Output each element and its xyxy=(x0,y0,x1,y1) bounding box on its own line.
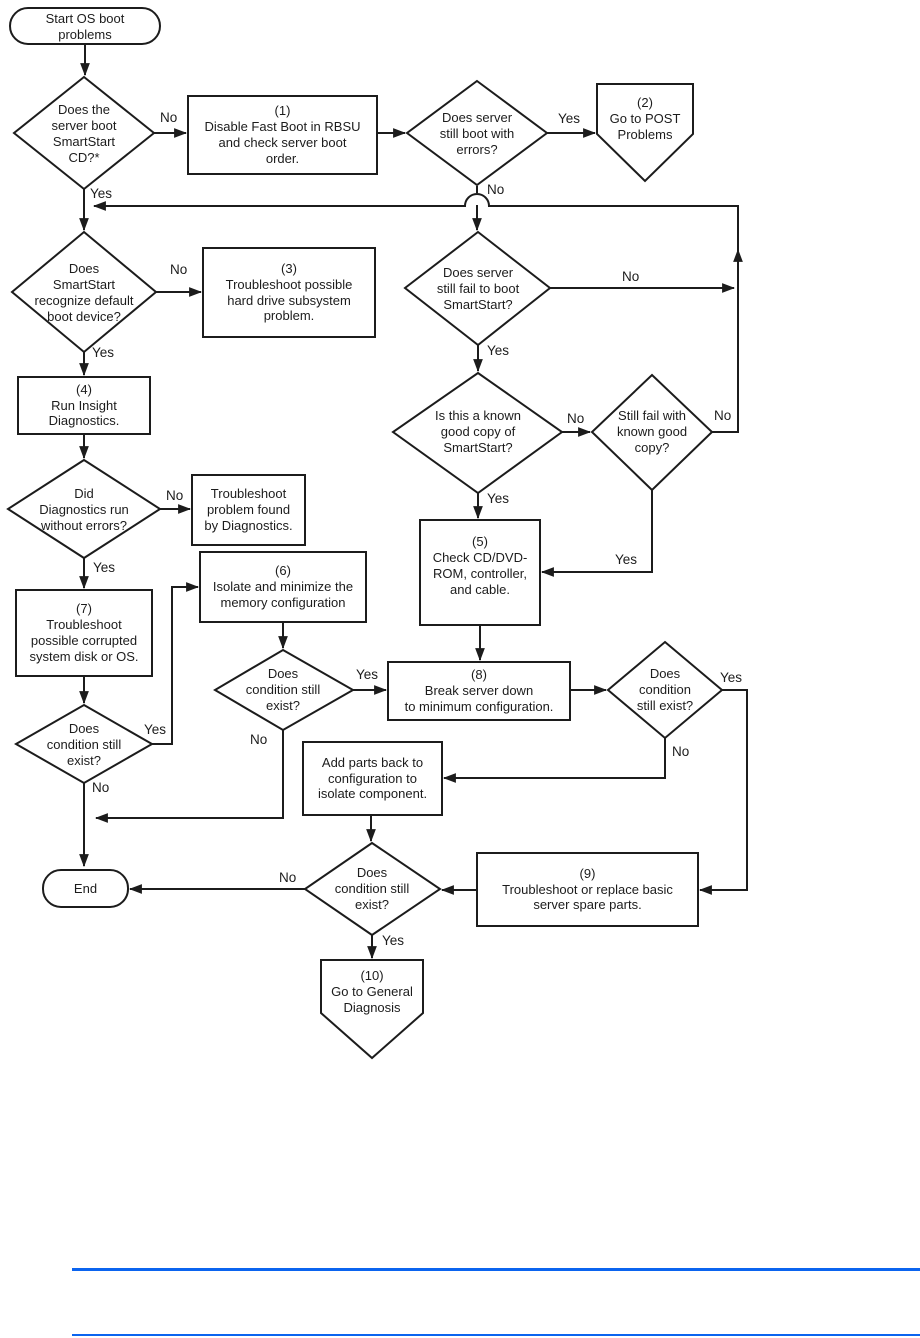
node-b7-shape xyxy=(15,589,153,677)
node-start-shape xyxy=(9,7,161,45)
node-d3-shape xyxy=(10,230,158,354)
node-d11-shape xyxy=(303,841,442,937)
node-d10-shape xyxy=(606,640,724,740)
node-b3-shape xyxy=(202,247,376,338)
node-d5-shape xyxy=(403,230,552,347)
edge-d10-yes-to-b9 xyxy=(698,689,748,895)
edge-d10-no-to-badd xyxy=(442,738,666,783)
node-b5t-shape xyxy=(191,474,306,546)
node-end-shape xyxy=(42,869,129,908)
edge-d9-no-merge xyxy=(94,730,284,823)
node-p2-shape xyxy=(596,83,694,183)
footer-rule-top xyxy=(72,1268,920,1271)
node-b4-shape xyxy=(17,376,151,435)
node-d8-shape xyxy=(13,703,155,785)
node-badd-shape xyxy=(302,741,443,816)
edge-d8-yes-to-b6 xyxy=(152,582,200,745)
edge-return-loop xyxy=(92,193,739,433)
node-d6-shape xyxy=(391,371,564,495)
node-p10-shape xyxy=(320,959,424,1060)
node-d9-shape xyxy=(213,648,356,732)
node-b1-shape xyxy=(187,95,378,175)
node-b5-shape xyxy=(419,519,541,626)
footer-rule-bottom xyxy=(72,1334,920,1336)
node-d4-shape xyxy=(6,458,162,560)
edge-d7-yes-to-b5 xyxy=(540,490,653,577)
node-d7-shape xyxy=(590,373,714,492)
node-d1-shape xyxy=(12,75,156,191)
node-d2-shape xyxy=(405,79,549,187)
node-b6-shape xyxy=(199,551,367,623)
node-b9-shape xyxy=(476,852,699,927)
node-b8-shape xyxy=(387,661,571,721)
